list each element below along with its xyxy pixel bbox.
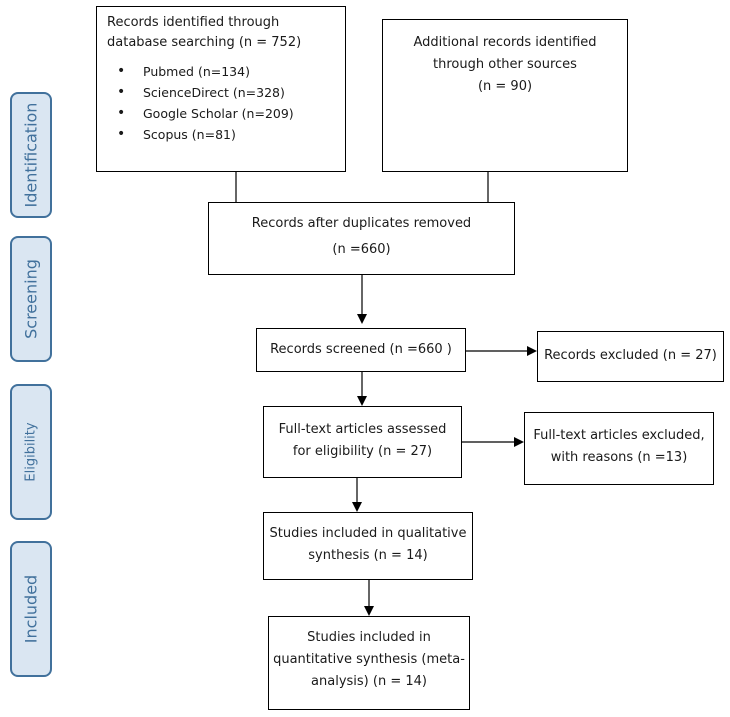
duplicates-removed-box: Records after duplicates removed (n =660… bbox=[208, 202, 515, 275]
records-screened-box: Records screened (n =660 ) bbox=[256, 328, 466, 372]
phase-eligibility-label: Eligibility bbox=[23, 422, 39, 482]
phase-included: Included bbox=[10, 541, 52, 677]
other-sources-count: (n = 90) bbox=[477, 79, 533, 94]
phase-screening: Screening bbox=[10, 236, 52, 362]
fulltext-excluded-line1: Full-text articles excluded, bbox=[533, 428, 705, 443]
duplicates-removed-label: Records after duplicates removed bbox=[251, 216, 472, 231]
records-screened-label: Records screened (n =660 ) bbox=[270, 342, 452, 357]
fulltext-assessed-line2: for eligibility (n = 27) bbox=[292, 444, 433, 459]
quantitative-synthesis-box: Studies included in quantitative synthes… bbox=[268, 616, 470, 710]
fulltext-excluded-line2: with reasons (n =13) bbox=[550, 450, 688, 465]
fulltext-excluded-box: Full-text articles excluded, with reason… bbox=[524, 412, 714, 485]
quantitative-synthesis-line3: analysis) (n = 14) bbox=[311, 674, 427, 689]
phase-identification-label: Identification bbox=[21, 102, 41, 208]
phase-eligibility: Eligibility bbox=[10, 384, 52, 520]
source-pubmed: Pubmed (n=134) bbox=[117, 61, 345, 82]
quantitative-synthesis-line2: quantitative synthesis (meta- bbox=[273, 652, 465, 667]
source-sciencedirect: ScienceDirect (n=328) bbox=[117, 82, 345, 103]
duplicates-removed-count: (n =660) bbox=[332, 242, 391, 257]
fulltext-assessed-line1: Full-text articles assessed bbox=[278, 422, 447, 437]
fulltext-assessed-box: Full-text articles assessed for eligibil… bbox=[263, 406, 462, 478]
phase-included-label: Included bbox=[21, 574, 41, 644]
other-sources-line1: Additional records identified bbox=[413, 35, 597, 50]
database-records-title: Records identified through database sear… bbox=[107, 15, 302, 50]
qualitative-synthesis-line2: synthesis (n = 14) bbox=[308, 548, 428, 563]
database-records-box: Records identified through database sear… bbox=[96, 6, 346, 172]
database-source-list: Pubmed (n=134) ScienceDirect (n=328) Goo… bbox=[107, 61, 345, 145]
source-google-scholar: Google Scholar (n=209) bbox=[117, 103, 345, 124]
qualitative-synthesis-box: Studies included in qualitative synthesi… bbox=[263, 512, 473, 580]
other-sources-box: Additional records identified through ot… bbox=[382, 19, 628, 172]
qualitative-synthesis-line1: Studies included in qualitative bbox=[269, 526, 467, 541]
records-excluded-label: Records excluded (n = 27) bbox=[544, 348, 717, 363]
records-excluded-box: Records excluded (n = 27) bbox=[537, 331, 724, 382]
phase-identification: Identification bbox=[10, 92, 52, 218]
other-sources-line2: through other sources bbox=[433, 57, 577, 72]
phase-screening-label: Screening bbox=[21, 259, 41, 339]
quantitative-synthesis-line1: Studies included in bbox=[307, 630, 431, 645]
source-scopus: Scopus (n=81) bbox=[117, 124, 345, 145]
